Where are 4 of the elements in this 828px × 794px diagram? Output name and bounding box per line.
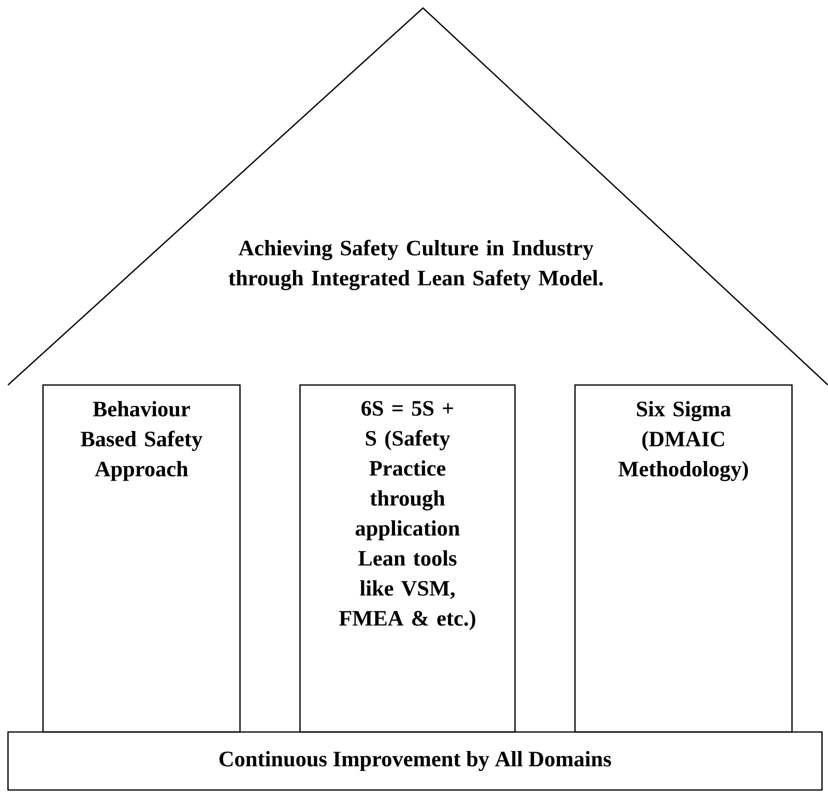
pillar-box: 6S = 5S + S (Safety Practice through application Lean tools like VSM, FMEA & etc.) (299, 384, 516, 733)
foundation-box: Continuous Improvement by All Domains (7, 731, 823, 791)
pillar-box: Six Sigma (DMAIC Methodology) (574, 384, 793, 733)
pillar-box: Behaviour Based Safety Approach (42, 384, 241, 733)
